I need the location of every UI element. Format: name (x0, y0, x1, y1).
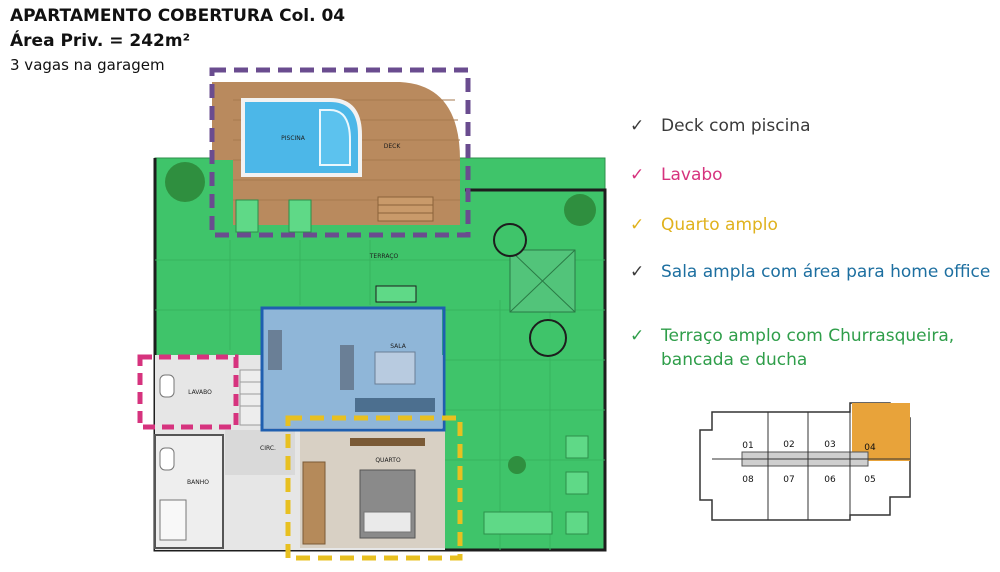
circulation-floor (225, 430, 295, 475)
feature-text: Lavabo (661, 165, 723, 185)
lounge-chair (288, 199, 312, 233)
key-unit-label: 04 (864, 443, 876, 453)
check-icon: ✓ (630, 165, 645, 185)
deck-stairs (377, 196, 434, 222)
feature-text: Quarto amplo (661, 215, 778, 235)
check-icon: ✓ (630, 116, 645, 136)
tree-left (165, 162, 205, 202)
check-icon: ✓ (630, 262, 645, 282)
tree-right (564, 194, 596, 226)
side-chair (565, 435, 589, 459)
sala-sofa (340, 345, 354, 390)
quarto-wardrobe (302, 461, 326, 545)
sala-tv-bench (355, 398, 435, 412)
label-circ: CIRC. (260, 445, 276, 452)
key-unit-label: 05 (864, 475, 875, 485)
banho-toilet (159, 447, 175, 471)
table-top (493, 223, 527, 257)
banho-shower (159, 499, 187, 541)
table-bottom (529, 319, 567, 357)
plant-pot (508, 456, 526, 474)
key-unit-label: 03 (824, 440, 835, 450)
key-unit-label: 01 (742, 441, 753, 451)
private-area: Área Priv. = 242m² (10, 31, 191, 51)
sala-outline (260, 306, 446, 432)
key-plan: 01 02 03 04 08 07 06 05 (699, 402, 911, 521)
key-unit-label: 08 (742, 475, 754, 485)
terrace-right-wing (465, 190, 605, 550)
side-chair (565, 471, 589, 495)
quarto-pillows (363, 511, 412, 533)
label-banho: BANHO (187, 479, 209, 486)
side-chair (565, 511, 589, 535)
label-piscina: PISCINA (281, 135, 306, 142)
key-unit-label: 07 (783, 475, 794, 485)
key-unit-label: 02 (783, 440, 794, 450)
feature-text: Sala ampla com área para home office (661, 262, 991, 282)
label-sala: SALA (390, 343, 407, 350)
check-icon: ✓ (630, 215, 645, 235)
deck-outline (209, 67, 471, 238)
label-terraco: TERRAÇO (369, 253, 399, 260)
key-unit-04 (852, 403, 910, 461)
label-quarto: QUARTO (375, 457, 401, 464)
feature-text: Terraço amplo com Churrasqueira, bancada… (661, 326, 955, 370)
quarto-headboard (350, 438, 425, 446)
parking-spaces: 3 vagas na garagem (10, 56, 165, 74)
sala-rug (374, 351, 416, 385)
feature-text: Deck com piscina (661, 116, 811, 136)
sala-desk (268, 330, 282, 370)
bbq-counter (375, 285, 417, 303)
label-lavabo: LAVABO (188, 389, 212, 396)
garden-bench (483, 511, 553, 535)
lounge-chair (235, 199, 259, 233)
lavabo-outline (137, 354, 239, 430)
quarto-outline (285, 415, 463, 561)
pool-steps (319, 109, 351, 166)
lavabo-toilet (159, 374, 175, 398)
key-unit-label: 06 (824, 475, 836, 485)
check-icon: ✓ (630, 326, 645, 346)
plan-title: APARTAMENTO COBERTURA Col. 04 (10, 6, 346, 26)
label-deck: DECK (384, 143, 402, 150)
